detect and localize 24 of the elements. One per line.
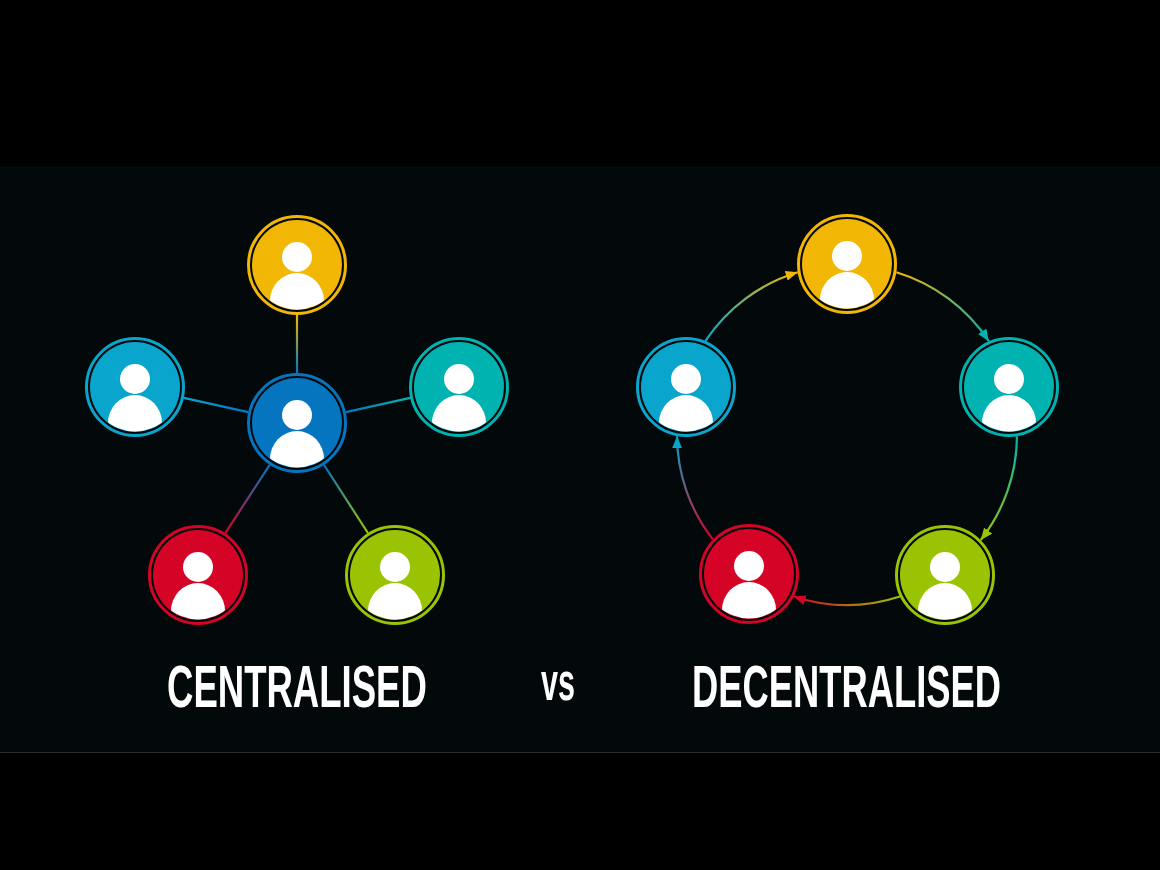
person-icon	[247, 373, 347, 473]
arrow-connector	[793, 594, 901, 606]
arrow-connector	[672, 436, 714, 541]
versus-text: vs	[541, 654, 576, 708]
arrow-connector	[895, 271, 990, 342]
person-icon	[895, 525, 995, 625]
person-icon	[959, 337, 1059, 437]
person-icon	[85, 337, 185, 437]
person-icon	[148, 525, 248, 625]
person-icon	[409, 337, 509, 437]
connector-line	[323, 464, 369, 534]
connector-line	[295, 315, 299, 373]
section-heading: DECENTRALISED	[692, 657, 1001, 717]
connector-line	[224, 464, 271, 534]
person-icon	[247, 215, 347, 315]
arrow-connector	[979, 436, 1019, 541]
connector-line	[345, 396, 411, 414]
section-heading: CENTRALISED	[167, 657, 427, 717]
person-icon	[345, 525, 445, 625]
person-icon	[699, 524, 799, 624]
connector-line	[183, 396, 249, 414]
person-icon	[636, 337, 736, 437]
arrow-connector	[704, 271, 799, 342]
person-icon	[797, 214, 897, 314]
